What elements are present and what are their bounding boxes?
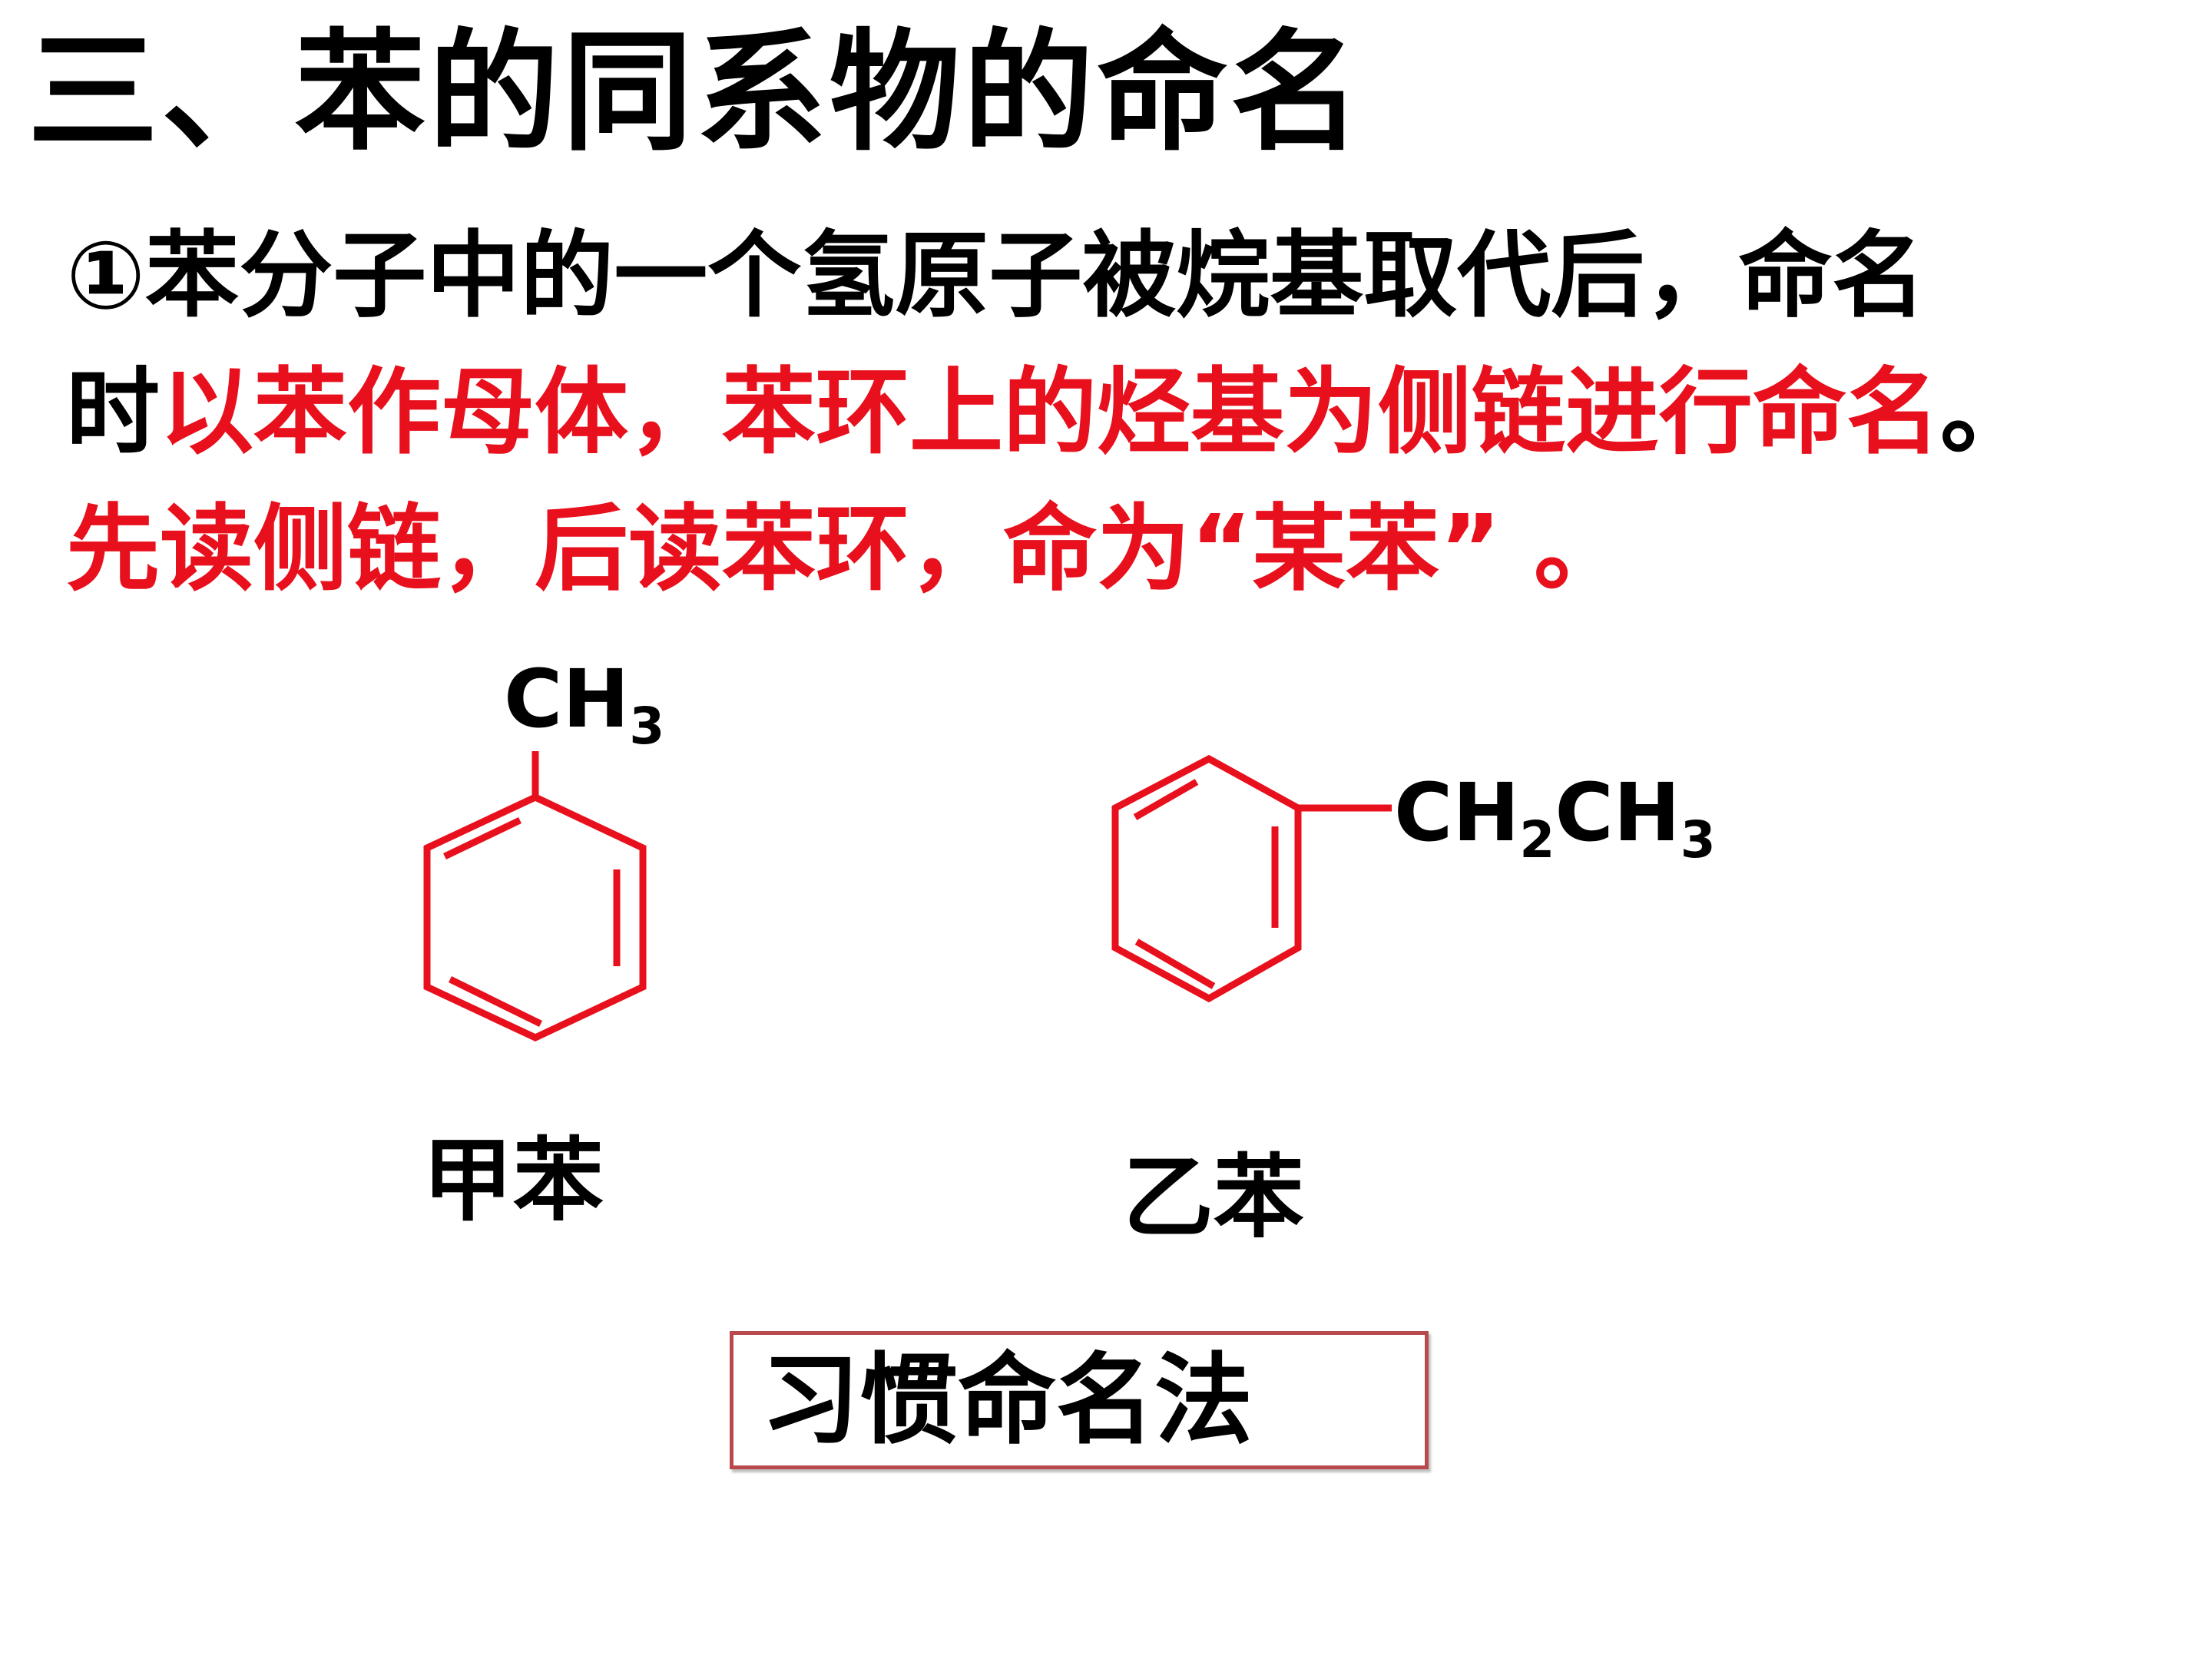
rule-line-2: 时以苯作母体，苯环上的烃基为侧链进行命名。 [66,344,2186,481]
toluene-double-bond-1 [443,816,522,860]
ethylbenzene-double-bond-3 [1134,939,1216,989]
rule-line-2-emphasis: 以苯作母体，苯环上的烃基为侧链进行命名 [160,358,1940,467]
rule-line-3: 先读侧链，后读苯环，命为“某苯” 。 [66,481,2186,618]
toluene-name: 甲苯 [422,1128,604,1233]
naming-method-label: 习惯命名法 [761,1343,1253,1458]
ethylbenzene-formula-subscript-1: 2 [1519,810,1555,869]
ethylbenzene-formula: CH2CH3 [1394,773,1716,866]
slide-title: 三、苯的同系物的命名 [28,17,1365,169]
rule-line-2-suffix: 。 [1940,358,2034,467]
ethylbenzene-name: 乙苯 [1123,1144,1305,1250]
ethylbenzene-structure [1111,754,1392,1003]
toluene-formula-subscript: 3 [629,697,665,756]
toluene-ring [423,793,647,1041]
rule-line-1: ①苯分子中的一个氢原子被烷基取代后，命名 [66,207,2186,344]
ethylbenzene-double-bond-1 [1133,779,1199,820]
toluene-structure [423,751,647,1041]
toluene-formula: CH3 [504,659,664,752]
ethylbenzene-ring [1111,754,1302,1003]
ethylbenzene-formula-part1: CH [1394,766,1520,859]
ethylbenzene-formula-part2: CH [1555,766,1681,859]
toluene-formula-main: CH [504,652,630,746]
rule-line-3-suffix: 。 [1501,495,1628,604]
rule-line-3-emphasis: 先读侧链，后读苯环，命为“某苯” [66,495,1502,604]
toluene-double-bond-3 [449,975,542,1028]
naming-method-box: 习惯命名法 [730,1331,1429,1469]
ethylbenzene-formula-subscript-2: 3 [1680,810,1716,869]
rule-paragraph: ①苯分子中的一个氢原子被烷基取代后，命名 时以苯作母体，苯环上的烃基为侧链进行命… [66,207,2186,618]
rule-line-2-prefix: 时 [66,358,160,467]
rule-line-1-text: ①苯分子中的一个氢原子被烷基取代后，命名 [66,221,1926,330]
